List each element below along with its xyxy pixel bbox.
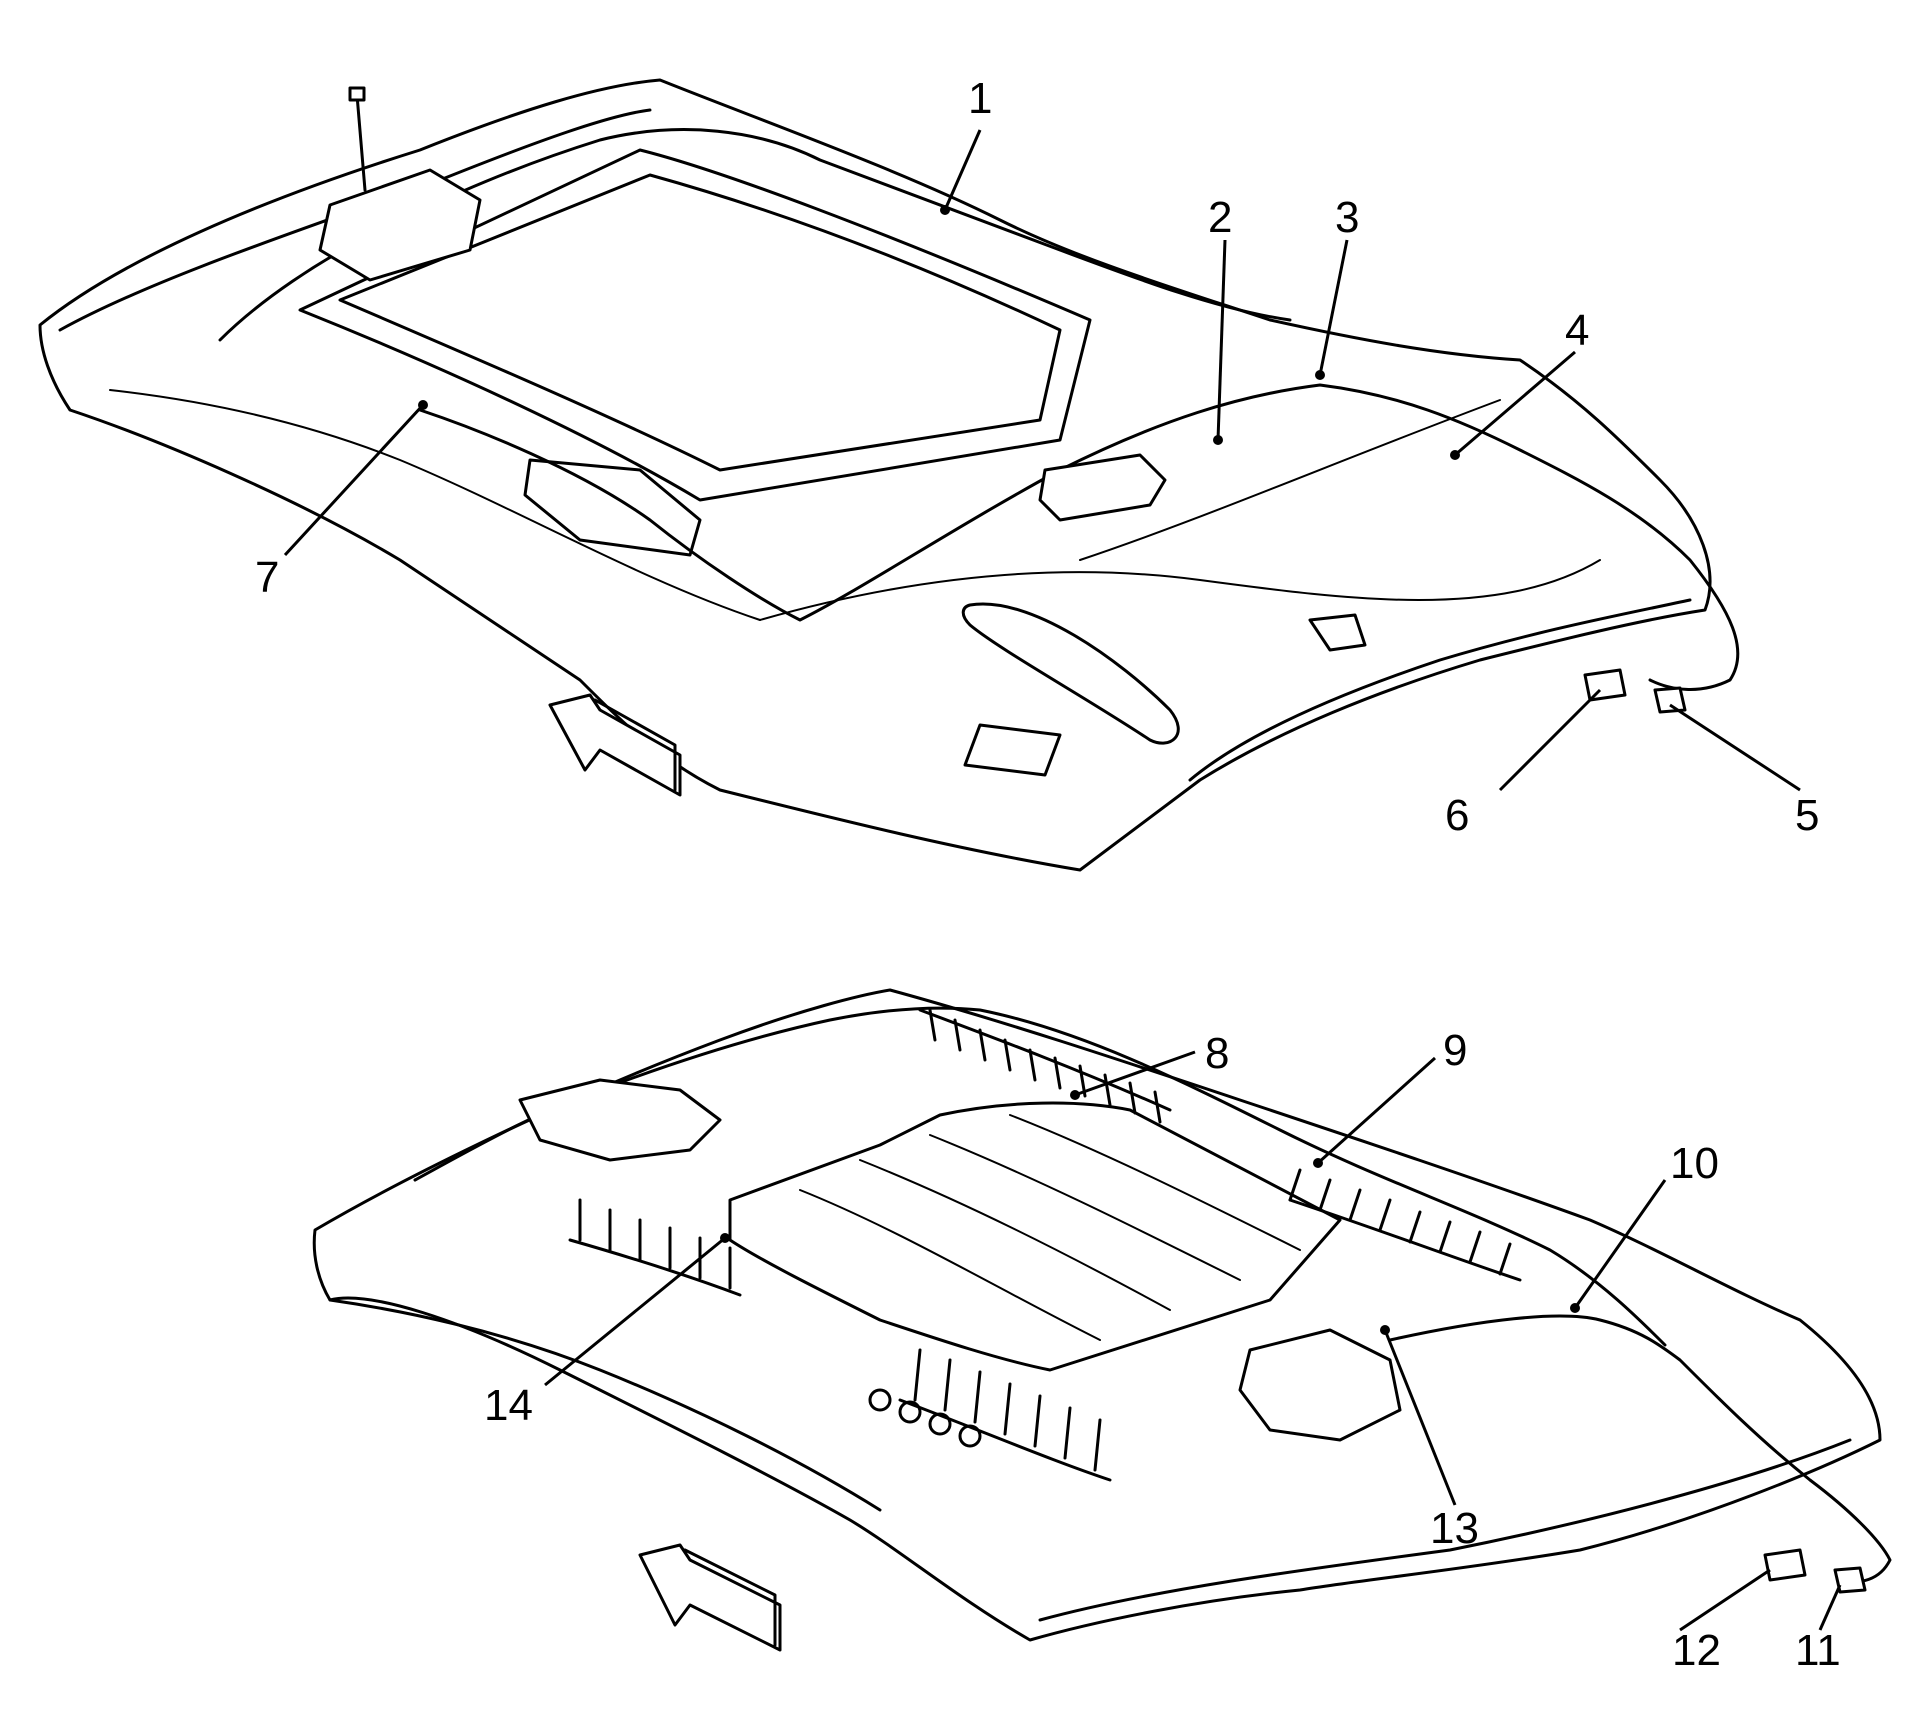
acoustic-pad-rib xyxy=(1009,1114,1301,1251)
upper-rail-harness xyxy=(418,383,1740,691)
lower-rear-ribs xyxy=(898,1348,1112,1482)
lower-leader-dots xyxy=(720,1090,1580,1335)
callout-13: 13 xyxy=(1430,1504,1479,1553)
upper-contour-line xyxy=(1079,399,1501,561)
upper-center-clip xyxy=(1308,613,1367,652)
lower-front-ribs xyxy=(918,1008,1172,1124)
upper-rear-edge xyxy=(1188,598,1692,782)
callout-1: 1 xyxy=(968,74,992,123)
callout-12: 12 xyxy=(1672,1626,1721,1675)
lower-left-ribs xyxy=(568,1198,742,1297)
lower-side-ribs xyxy=(1288,1168,1522,1282)
antenna-mast xyxy=(355,93,367,192)
upper-contour-line xyxy=(109,389,761,621)
upper-dome-lamp xyxy=(1038,453,1167,522)
connector-11-body xyxy=(1833,1566,1867,1594)
connector-6-body xyxy=(1583,668,1627,702)
sunroof-opening-inner xyxy=(338,173,1062,472)
lower-rear-edge xyxy=(1038,1438,1852,1622)
acoustic-pad-rib xyxy=(799,1189,1101,1341)
upper-headliner-view: 1 2 3 4 5 6 7 xyxy=(38,74,1819,872)
acoustic-pad-rib xyxy=(929,1134,1241,1281)
upper-visor-bracket xyxy=(523,458,702,557)
connector-12-body xyxy=(1763,1548,1807,1582)
callout-9: 9 xyxy=(1443,1026,1467,1075)
upper-headliner-outline xyxy=(38,78,1712,872)
upper-leader-dots xyxy=(418,205,1460,460)
lower-speaker-grille xyxy=(868,1388,982,1448)
callout-11: 11 xyxy=(1795,1626,1841,1675)
acoustic-pad-rib xyxy=(859,1159,1171,1311)
callout-7: 7 xyxy=(255,553,279,602)
lower-overhead-console xyxy=(518,1078,722,1162)
sunroof-opening-outer xyxy=(298,148,1092,502)
lower-dome-lamp xyxy=(1238,1328,1402,1442)
upper-contour-line xyxy=(759,559,1601,621)
upper-overhead-console xyxy=(318,168,482,282)
lower-headliner-view: 8 9 10 11 12 13 14 xyxy=(312,988,1892,1675)
lower-front-edge xyxy=(328,1298,882,1512)
callout-10: 10 xyxy=(1670,1139,1719,1188)
callout-3: 3 xyxy=(1335,193,1359,242)
lower-rail-harness xyxy=(1388,1314,1892,1584)
upper-rear-pad xyxy=(963,723,1062,777)
callout-6: 6 xyxy=(1445,791,1469,840)
callout-2: 2 xyxy=(1208,193,1232,242)
rear-oval-recess xyxy=(961,602,1180,745)
forward-direction-arrow-icon xyxy=(638,1543,782,1652)
callout-8: 8 xyxy=(1205,1029,1229,1078)
callout-14: 14 xyxy=(484,1381,533,1430)
connector-5-body xyxy=(1653,686,1687,714)
lower-leader-lines xyxy=(544,1050,1842,1632)
forward-direction-arrow-icon xyxy=(548,693,682,797)
antenna-tip xyxy=(348,86,366,102)
callout-4: 4 xyxy=(1565,306,1589,355)
callout-5: 5 xyxy=(1795,791,1819,840)
upper-leader-lines xyxy=(283,129,1801,792)
